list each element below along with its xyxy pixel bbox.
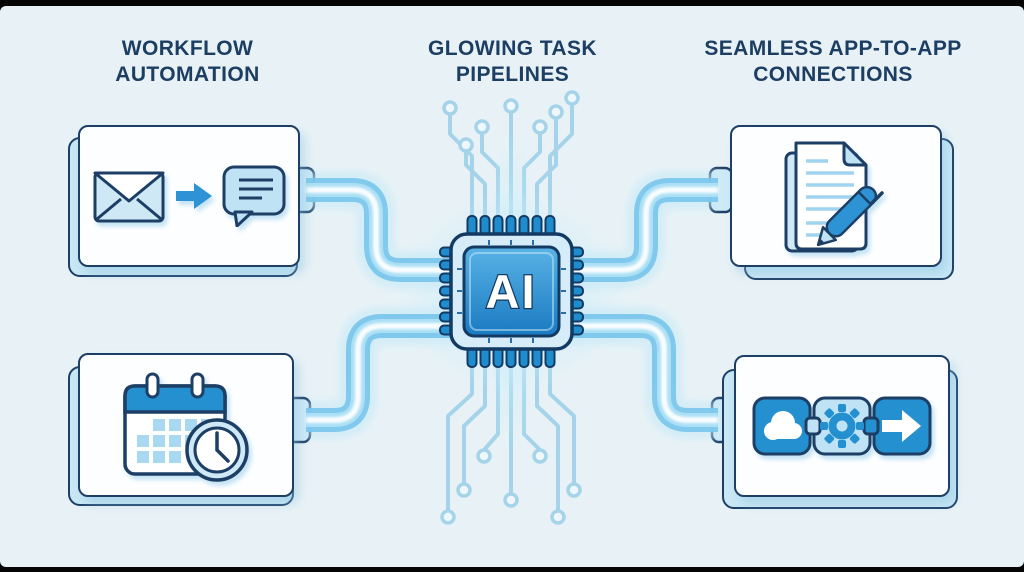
card-cloud-gear-arrow bbox=[734, 355, 950, 497]
calendar-clock-icon bbox=[123, 372, 249, 482]
cloud-gear-arrow-icon bbox=[752, 396, 932, 456]
card-document-pen bbox=[730, 125, 942, 267]
puzzle-tab bbox=[862, 416, 880, 436]
document-pen-icon bbox=[784, 141, 884, 253]
pipeline-graphics: AI bbox=[286, 90, 1024, 525]
gear-icon bbox=[820, 404, 864, 448]
header-seamless-connections: SEAMLESS APP-TO-APP CONNECTIONS bbox=[704, 37, 962, 86]
pen-icon bbox=[816, 185, 878, 247]
chip-label: AI bbox=[486, 265, 537, 318]
ai-chip-icon: AI bbox=[439, 215, 584, 368]
chat-bubble-icon bbox=[222, 165, 286, 227]
arrow-right-icon bbox=[176, 183, 212, 209]
email-icon bbox=[93, 171, 165, 223]
card-calendar-clock bbox=[78, 353, 294, 497]
chip-die-highlight bbox=[469, 252, 554, 331]
arrow-right-icon bbox=[882, 410, 921, 442]
chip-die bbox=[462, 245, 561, 338]
diagram-canvas: WORKFLOW AUTOMATION GLOWING TASK PIPELIN… bbox=[0, 6, 1024, 567]
puzzle-tab bbox=[804, 416, 822, 436]
chip-frame-ticks bbox=[457, 240, 566, 343]
header-workflow-automation: WORKFLOW AUTOMATION bbox=[115, 37, 260, 86]
card-email-to-chat bbox=[78, 125, 300, 267]
document-lines bbox=[806, 159, 854, 237]
header-glowing-task-pipelines: GLOWING TASK PIPELINES bbox=[428, 37, 597, 86]
cloud-icon bbox=[764, 411, 802, 440]
